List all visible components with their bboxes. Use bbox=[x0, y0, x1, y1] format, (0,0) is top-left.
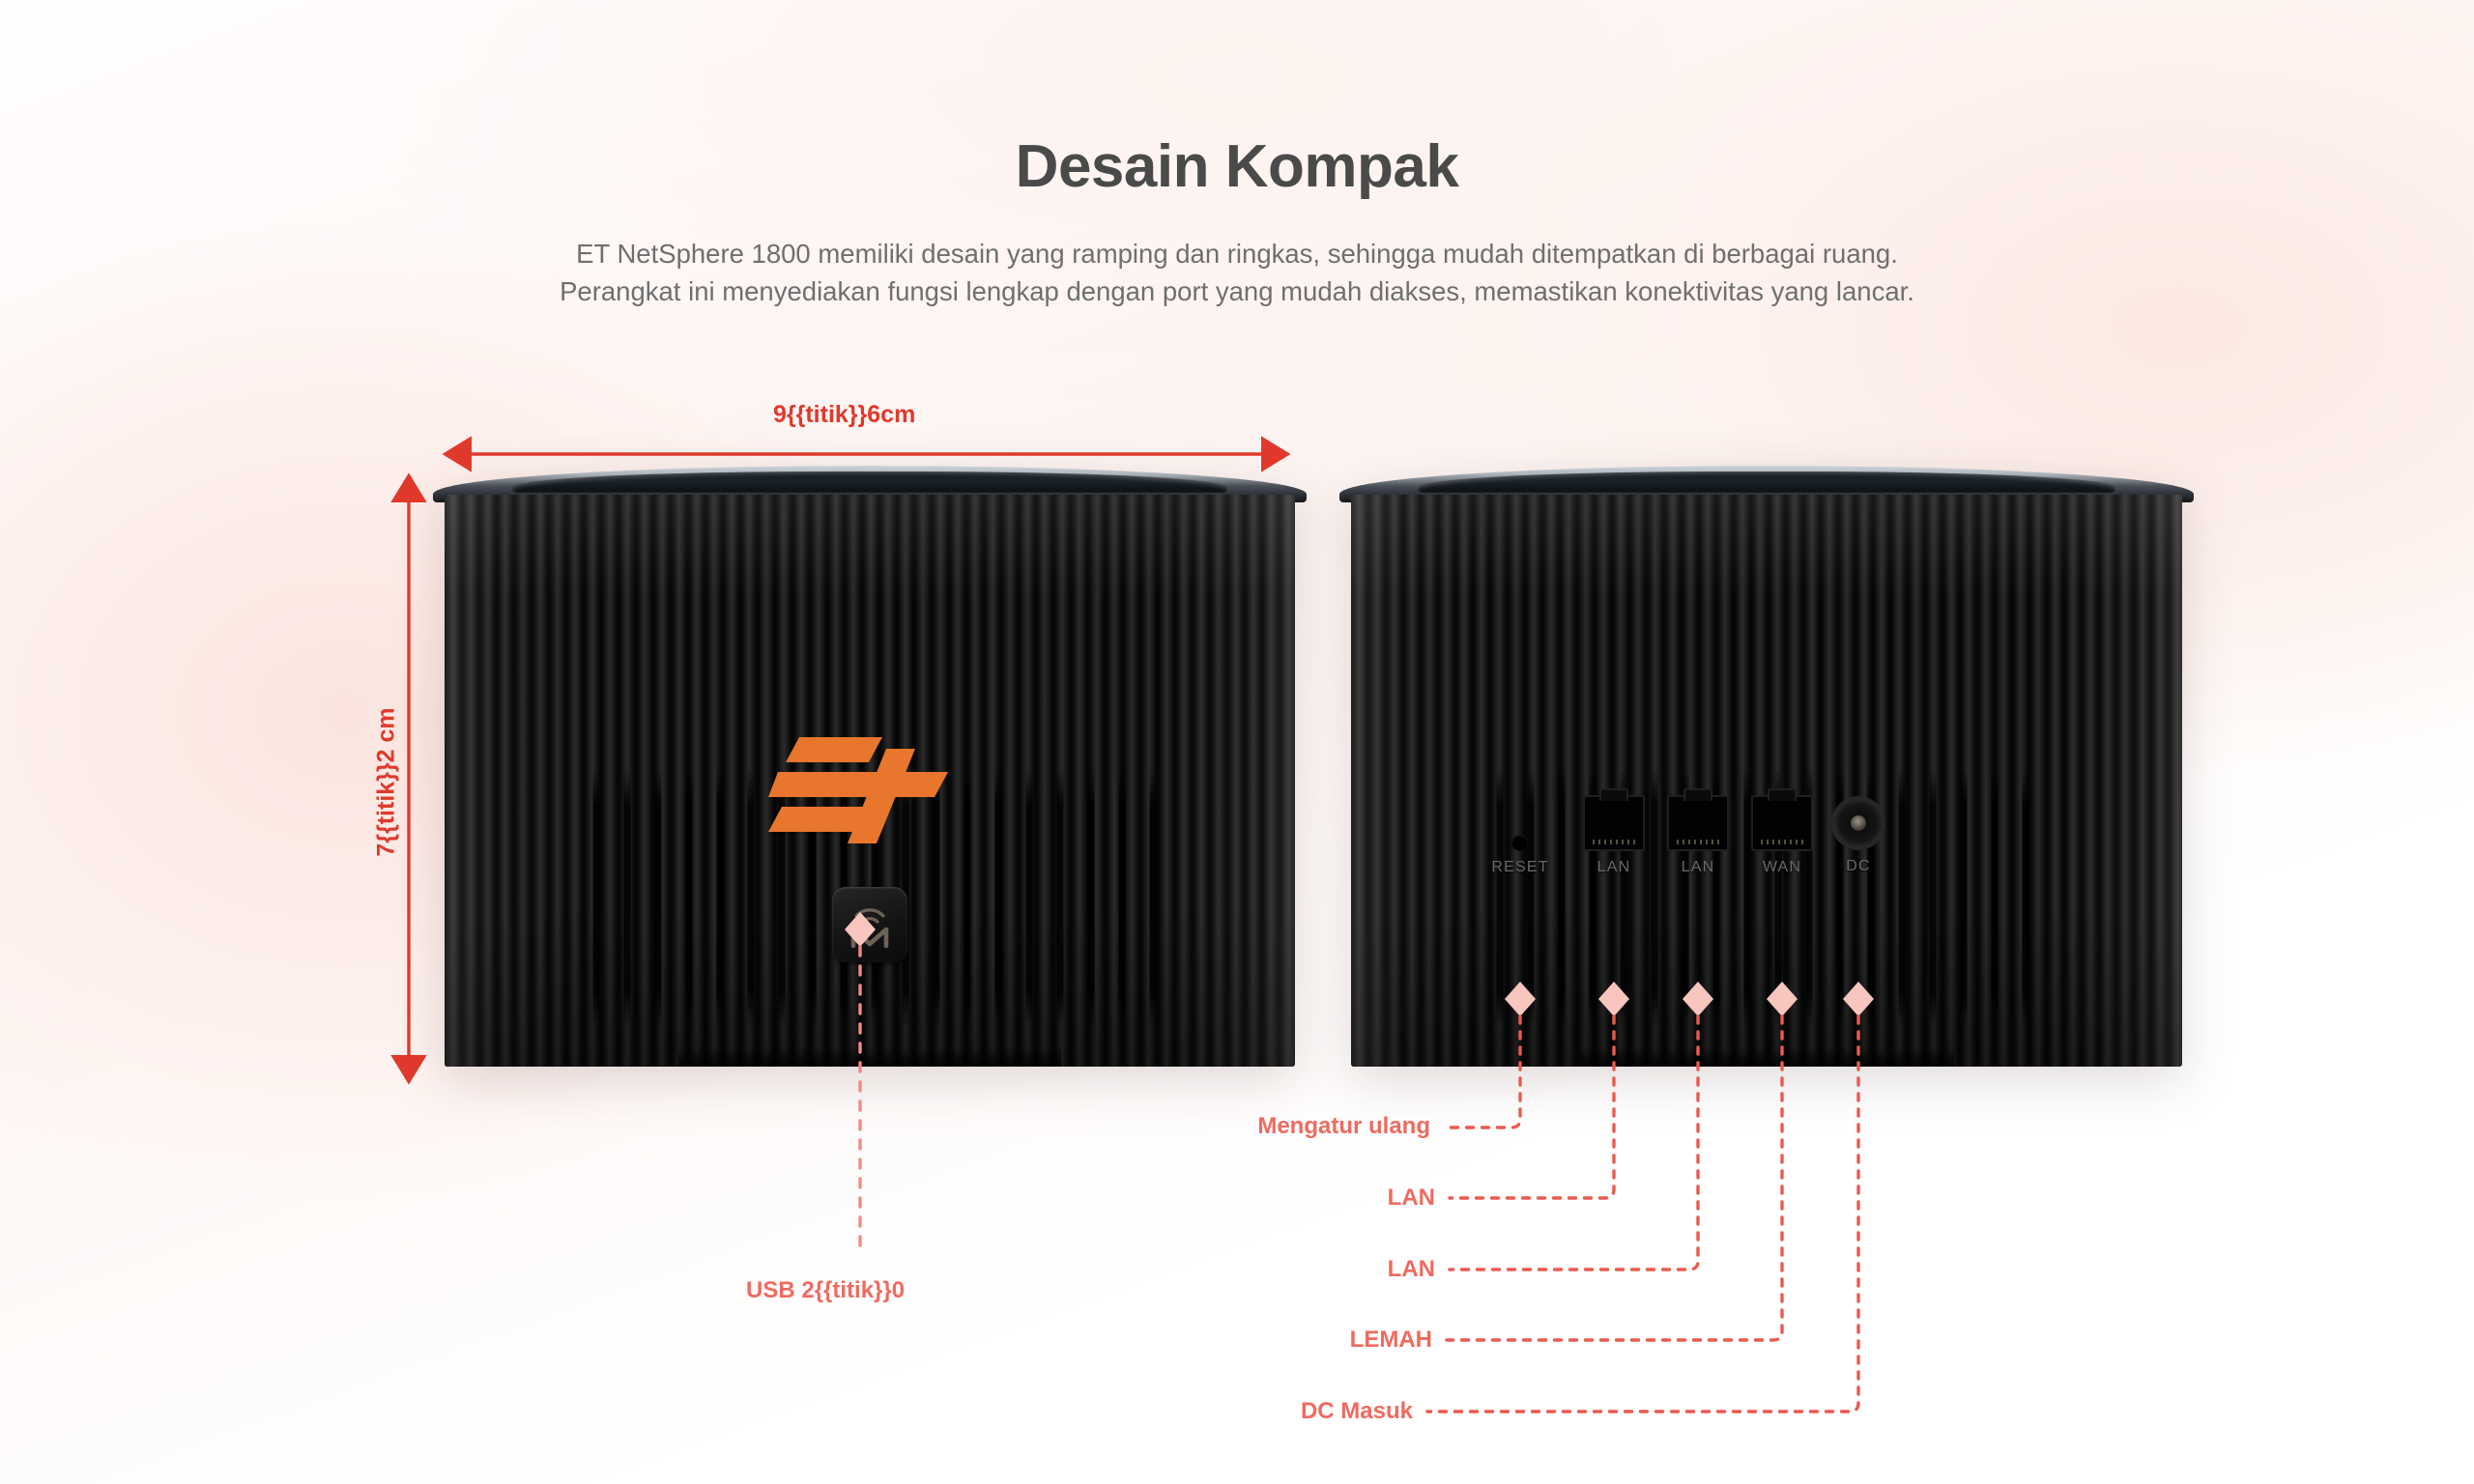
page-title: Desain Kompak bbox=[1015, 133, 1459, 200]
port-label-lan-2: LAN bbox=[1681, 858, 1715, 875]
port-lan-2[interactable]: LAN bbox=[1667, 794, 1729, 876]
front-device-image bbox=[432, 466, 1308, 1067]
port-reset[interactable]: RESET bbox=[1491, 795, 1548, 876]
port-dc[interactable]: DC bbox=[1831, 795, 1885, 875]
mesh-wifi-m-icon bbox=[832, 886, 907, 962]
port-label-lan-1: LAN bbox=[1597, 858, 1631, 875]
rj45-icon bbox=[1667, 794, 1729, 851]
port-row: RESET LAN LAN bbox=[1351, 794, 2182, 930]
port-label-reset: RESET bbox=[1491, 858, 1549, 875]
page-subtitle: ET NetSphere 1800 memiliki desain yang r… bbox=[560, 239, 1914, 307]
device-front-face bbox=[445, 495, 1295, 1067]
body-shading bbox=[1351, 495, 2182, 1067]
foot-notch bbox=[1579, 1047, 1954, 1067]
callout-label-lan-1: LAN bbox=[1387, 1184, 1435, 1211]
foot-notch bbox=[678, 1047, 1061, 1067]
rj45-pins bbox=[1593, 839, 1635, 844]
rj45-icon bbox=[1583, 794, 1645, 851]
reset-pinhole-icon bbox=[1511, 834, 1529, 851]
rj45-pins bbox=[1677, 839, 1719, 844]
back-device-image: RESET LAN LAN bbox=[1338, 466, 2195, 1067]
et-logo bbox=[768, 729, 971, 845]
device-back-face: RESET LAN LAN bbox=[1351, 495, 2182, 1067]
height-dimension-label: 7{{titik}}2 cm bbox=[372, 707, 400, 857]
callout-label-usb: USB 2{{titik}}0 bbox=[746, 1277, 906, 1303]
callout-label-dc: DC Masuk bbox=[1300, 1398, 1413, 1424]
rj45-icon bbox=[1751, 794, 1813, 851]
port-lan-1[interactable]: LAN bbox=[1583, 794, 1645, 876]
callout-label-wan: LEMAH bbox=[1349, 1327, 1432, 1353]
rj45-pins bbox=[1761, 839, 1803, 844]
callout-label-reset: Mengatur ulang bbox=[1257, 1113, 1430, 1139]
dc-jack-icon bbox=[1831, 795, 1885, 850]
width-dimension-label: 9{{titik}}6cm bbox=[773, 401, 916, 428]
header: Desain Kompak ET NetSphere 1800 memiliki… bbox=[0, 135, 2474, 310]
callout-label-lan-2: LAN bbox=[1387, 1256, 1435, 1282]
port-wan[interactable]: WAN bbox=[1751, 794, 1813, 876]
port-label-wan: WAN bbox=[1762, 858, 1802, 875]
port-label-dc: DC bbox=[1846, 857, 1871, 874]
